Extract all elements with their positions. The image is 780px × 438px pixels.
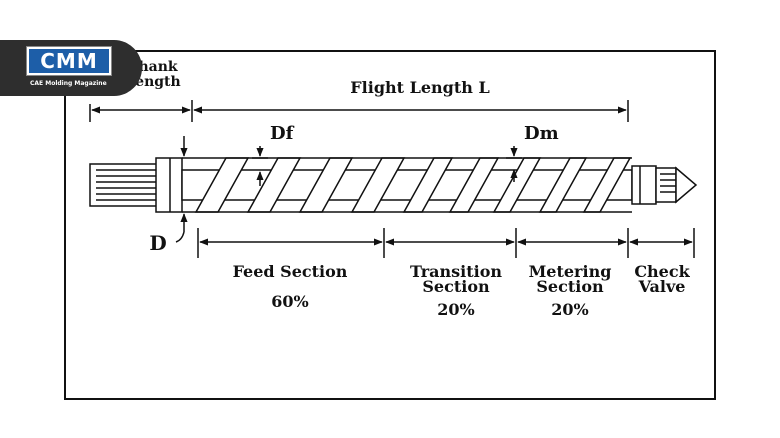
logo-badge: CMM bbox=[26, 46, 112, 76]
flight-depth-feed-label: Df bbox=[270, 123, 294, 144]
transition-section-name: Transition Section bbox=[409, 262, 503, 296]
feed-section-percent: 60% bbox=[271, 292, 309, 311]
screw-shank bbox=[89, 157, 183, 213]
cmm-logo: CMM CAE Molding Magazine bbox=[0, 40, 142, 96]
logo-tagline: CAE Molding Magazine bbox=[30, 80, 107, 87]
check-valve-tip bbox=[631, 165, 698, 205]
diameter-indicator bbox=[175, 136, 188, 243]
section-dimensions bbox=[197, 228, 695, 258]
diameter-label: D bbox=[149, 231, 167, 255]
flight-length-dimension bbox=[89, 100, 629, 122]
transition-section-percent: 20% bbox=[437, 300, 475, 319]
metering-section-percent: 20% bbox=[551, 300, 589, 319]
metering-section-name: Metering Section bbox=[528, 262, 612, 296]
flight-length-label: Flight Length L bbox=[350, 78, 490, 97]
flight-depth-metering-label: Dm bbox=[524, 123, 559, 144]
metering-flight-depth-indicator bbox=[506, 146, 522, 182]
check-valve-name: Check Valve bbox=[634, 262, 690, 296]
feed-flight-depth-indicator bbox=[252, 146, 268, 186]
logo-text: CMM bbox=[29, 49, 109, 73]
feed-section-name: Feed Section bbox=[232, 262, 348, 281]
